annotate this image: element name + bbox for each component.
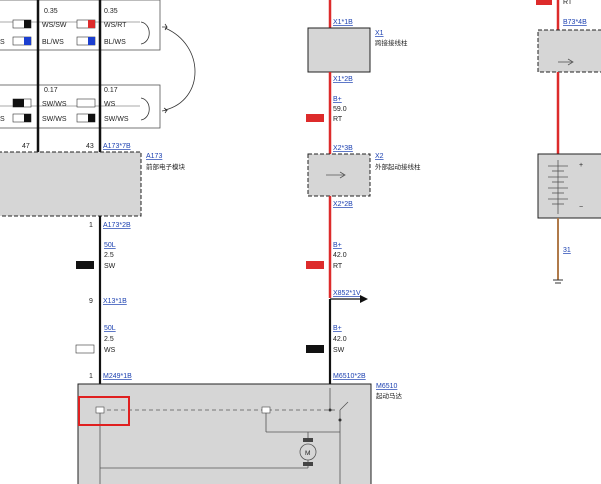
wire5-color: SW (333, 347, 345, 354)
rt-color-swatch-top (536, 0, 552, 5)
wire3-size: 59.0 (333, 106, 347, 113)
connector-a173-7b[interactable]: A173*7B (103, 143, 131, 150)
legend-lower-right-color-2: SW/WS (104, 116, 129, 123)
connector-b73-4b[interactable]: B73*4B (563, 19, 587, 26)
connector-a173-2b[interactable]: A173*2B (103, 222, 131, 229)
legend-upper-left-color-2: BL/WS (42, 39, 64, 46)
starter-motor-box[interactable] (77, 383, 372, 484)
battery-icon (548, 160, 568, 214)
twist-arc-lower (140, 97, 150, 121)
legend-cut-label-2: S (0, 116, 5, 123)
wire5-size: 42.0 (333, 336, 347, 343)
twist-arc-upper (140, 21, 150, 45)
terminal-x1-id[interactable]: X1 (375, 30, 384, 37)
motor-brush-bottom (303, 462, 313, 466)
wire3-color: RT (333, 116, 343, 123)
legend-upper-left-color: WS/SW (42, 22, 67, 29)
legend-lower-left-color-2: SW/WS (42, 116, 67, 123)
ground-31[interactable]: 31 (563, 247, 571, 254)
wire4-size: 42.0 (333, 252, 347, 259)
legend-lower-right-size: 0.17 (104, 87, 118, 94)
wire1-code[interactable]: 50L (104, 242, 116, 249)
terminal-x1[interactable] (307, 27, 371, 73)
twist-link-arc (164, 27, 196, 111)
terminal-x2-name: 外部起动接线柱 (375, 162, 421, 171)
pin-47: 47 (22, 143, 30, 150)
wire4-color-swatch (306, 261, 324, 269)
wire5-color-swatch (306, 345, 324, 353)
terminal-x2-id[interactable]: X2 (375, 153, 384, 160)
wire4-color: RT (333, 263, 343, 270)
legend-lower-right-color: WS (104, 101, 116, 108)
pin-43: 43 (86, 143, 94, 150)
connector-m6510-2b[interactable]: M6510*2B (333, 373, 366, 380)
wire1-color: SW (104, 263, 116, 270)
module-a173[interactable] (0, 151, 142, 217)
rt-label-top: RT (563, 0, 573, 6)
terminal-x1-name: 跨接接线柱 (375, 38, 408, 47)
motor-symbol: M (305, 450, 310, 457)
wire2-color-swatch (75, 344, 95, 354)
connector-x13-1b[interactable]: X13*1B (103, 298, 127, 305)
starter-internal-circuit (99, 388, 349, 484)
legend-upper-right-color-2: BL/WS (104, 39, 126, 46)
wire2-code[interactable]: 50L (104, 325, 116, 332)
connector-x2-3b[interactable]: X2*3B (333, 145, 353, 152)
module-a173-id[interactable]: A173 (146, 153, 162, 160)
pin-9: 9 (89, 298, 93, 305)
battery-plus: + (579, 162, 583, 169)
wire3-code[interactable]: B+ (333, 96, 342, 103)
wire5-code[interactable]: B+ (333, 325, 342, 332)
arrow-right-icon (360, 295, 368, 303)
starter-contact-left (95, 406, 105, 414)
pin-1-a173: 1 (89, 222, 93, 229)
module-a173-name: 前部电子模块 (146, 162, 186, 171)
connector-x1-2b[interactable]: X1*2B (333, 76, 353, 83)
motor-brush-top (303, 438, 313, 442)
legend-cut-label-1: S (0, 39, 5, 46)
sensor-b73[interactable] (537, 29, 601, 73)
wire2-size: 2.5 (104, 336, 114, 343)
pin-1-m249: 1 (89, 373, 93, 380)
starter-contact-right (261, 406, 271, 414)
highlight-selection[interactable] (78, 396, 130, 426)
legend-lower-left-color: SW/WS (42, 101, 67, 108)
battery-minus: − (579, 204, 583, 211)
wire4-code[interactable]: B+ (333, 242, 342, 249)
connector-x2-2b[interactable]: X2*2B (333, 201, 353, 208)
wire1-size: 2.5 (104, 252, 114, 259)
connector-x852-1v[interactable]: X852*1V (333, 290, 361, 297)
legend-upper-right-color: WS/RT (104, 22, 127, 29)
wire2-color: WS (104, 347, 116, 354)
legend-upper-right-size: 0.35 (104, 8, 118, 15)
battery-box[interactable] (537, 153, 601, 219)
connector-x1-1b[interactable]: X1*1B (333, 19, 353, 26)
starter-m6510-name: 起动马达 (376, 391, 403, 400)
legend-boxes: 0.35 0.35 WS/SW WS/RT S BL/WS BL/WS 0.17… (0, 0, 196, 129)
legend-lower-left-size: 0.17 (44, 87, 58, 94)
starter-m6510-id[interactable]: M6510 (376, 383, 398, 390)
connector-m249-1b[interactable]: M249*1B (103, 373, 132, 380)
wire3-color-swatch (306, 114, 324, 122)
wire1-color-swatch (76, 261, 94, 269)
legend-upper-left-size: 0.35 (44, 8, 58, 15)
